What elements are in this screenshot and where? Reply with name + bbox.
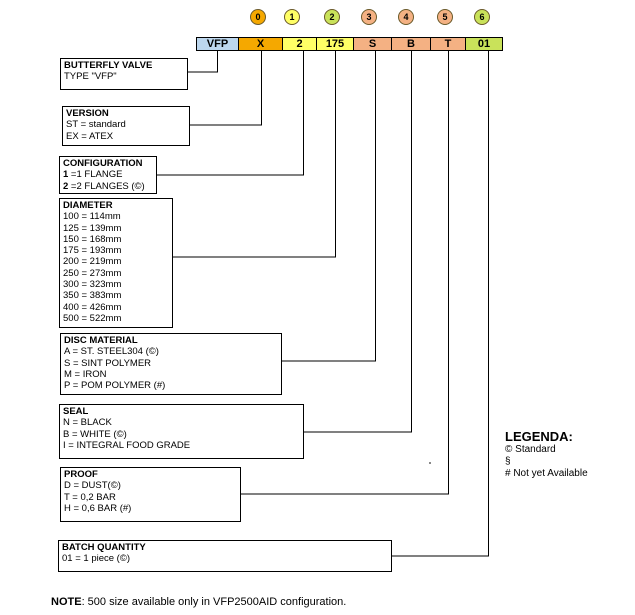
version-title: VERSION — [66, 108, 109, 119]
badge-0: 0 — [250, 9, 266, 25]
seal-box: SEAL N = BLACK B = WHITE (©) I = INTEGRA… — [59, 404, 304, 459]
batch-quantity-box: BATCH QUANTITY 01 = 1 piece (©) — [58, 540, 392, 572]
seal-title: SEAL — [63, 406, 89, 417]
proof-option: H = 0,6 BAR (#) — [64, 502, 132, 514]
legend-item: # Not yet Available — [505, 468, 588, 479]
code-cell-type: VFP — [196, 37, 239, 51]
connector-version — [190, 51, 262, 126]
diameter-option: 200 = 219mm — [63, 256, 122, 268]
code-cell-configuration: 2 — [283, 37, 317, 51]
diameter-box: DIAMETER 100 = 114mm 125 = 139mm 150 = 1… — [59, 198, 173, 328]
diameter-option: 150 = 168mm — [63, 233, 122, 245]
connector-diameter — [173, 51, 336, 258]
disc-material-option: M = IRON — [64, 368, 107, 380]
proof-box: PROOF D = DUST(©) T = 0,2 BAR H = 0,6 BA… — [60, 467, 241, 522]
legend-item: © Standard — [505, 444, 556, 455]
disc-material-option: S = SINT POLYMER — [64, 357, 152, 369]
version-option: ST = standard — [66, 119, 126, 131]
proof-option: T = 0,2 BAR — [64, 491, 116, 503]
disc-material-option: A = ST. STEEL304 (©) — [64, 346, 159, 358]
code-cell-disc: S — [354, 37, 392, 51]
batch-quantity-title: BATCH QUANTITY — [62, 542, 146, 553]
diameter-option: 100 = 114mm — [63, 211, 121, 223]
configuration-option: 2 =2 FLANGES (©) — [63, 181, 154, 192]
connector-proof — [241, 51, 449, 495]
connector-vfp — [188, 51, 218, 73]
seal-option: B = WHITE (©) — [63, 428, 127, 440]
footnote: NOTE: 500 size available only in VFP2500… — [51, 596, 346, 608]
diameter-option: 400 = 426mm — [63, 301, 122, 313]
badge-5: 5 — [437, 9, 453, 25]
legend: LEGENDA: © Standard § # Not yet Availabl… — [505, 429, 588, 480]
diameter-option: 125 = 139mm — [63, 222, 122, 234]
diameter-option: 300 = 323mm — [63, 279, 122, 291]
seal-option: I = INTEGRAL FOOD GRADE — [63, 439, 191, 451]
batch-quantity-option: 01 = 1 piece (©) — [62, 553, 130, 565]
footnote-text: : 500 size available only in VFP2500AID … — [81, 596, 347, 608]
configuration-key: 1 — [63, 169, 69, 181]
connector-disc — [282, 51, 376, 362]
code-cell-proof: T — [431, 37, 466, 51]
butterfly-valve-box: BUTTERFLY VALVE TYPE "VFP" — [60, 58, 188, 90]
connector-seal — [304, 51, 412, 433]
legend-title: LEGENDA: — [505, 429, 573, 444]
badge-3: 3 — [361, 9, 377, 25]
legend-item: § — [505, 456, 511, 467]
configuration-option: 1 =1 FLANGE — [63, 169, 154, 180]
proof-option: D = DUST(©) — [64, 480, 121, 492]
version-box: VERSION ST = standard EX = ATEX — [62, 106, 190, 146]
configuration-title: CONFIGURATION — [63, 158, 143, 169]
diameter-option: 500 = 522mm — [63, 312, 122, 324]
stray-dot — [429, 462, 431, 464]
code-cell-seal: B — [392, 37, 431, 51]
version-option: EX = ATEX — [66, 130, 114, 142]
code-cell-batch: 01 — [466, 37, 503, 51]
configuration-key: 2 — [63, 180, 69, 192]
connector-batch — [392, 51, 489, 557]
configuration-text: =2 FLANGES (©) — [68, 180, 145, 192]
diameter-option: 350 = 383mm — [63, 290, 122, 302]
diameter-option: 250 = 273mm — [63, 267, 122, 279]
butterfly-valve-title: BUTTERFLY VALVE — [64, 60, 153, 71]
disc-material-option: P = POM POLYMER (#) — [64, 380, 166, 392]
proof-title: PROOF — [64, 469, 98, 480]
connector-configuration — [157, 51, 304, 176]
badge-6: 6 — [474, 9, 490, 25]
butterfly-valve-line: TYPE "VFP" — [64, 71, 117, 83]
code-cell-version: X — [239, 37, 283, 51]
diameter-title: DIAMETER — [63, 200, 113, 211]
disc-material-box: DISC MATERIAL A = ST. STEEL304 (©) S = S… — [60, 333, 282, 395]
disc-material-title: DISC MATERIAL — [64, 335, 138, 346]
badge-1: 1 — [284, 9, 300, 25]
diameter-option: 175 = 193mm — [63, 245, 122, 257]
seal-option: N = BLACK — [63, 417, 112, 429]
badge-2: 2 — [324, 9, 340, 25]
code-cell-diameter: 175 — [317, 37, 354, 51]
footnote-label: NOTE — [51, 596, 82, 608]
badge-4: 4 — [398, 9, 414, 25]
configuration-text: =1 FLANGE — [68, 169, 123, 181]
configuration-box: CONFIGURATION 1 =1 FLANGE 2 =2 FLANGES (… — [59, 156, 157, 194]
